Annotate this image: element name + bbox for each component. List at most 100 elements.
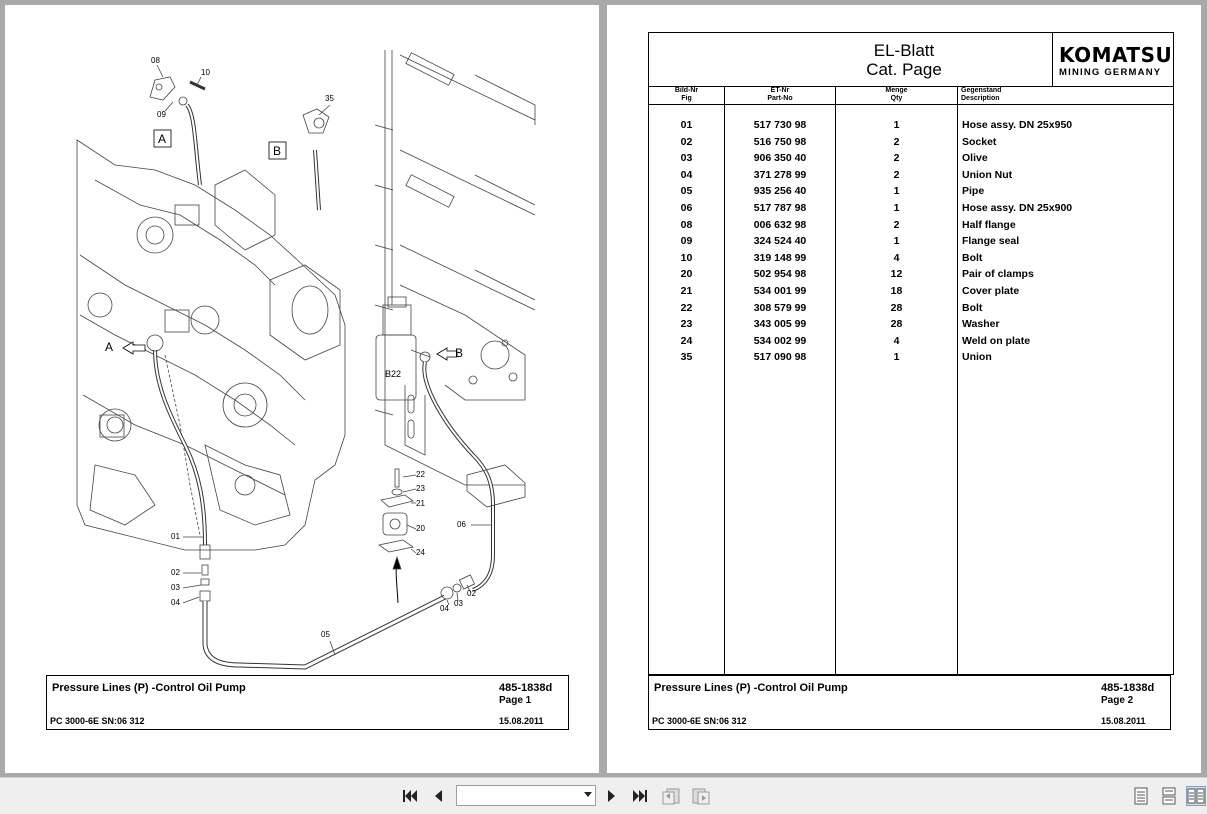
part-number-cell: 906 350 40	[753, 152, 807, 165]
fig-cell: 08	[680, 218, 693, 231]
catalog-title-line1: EL-Blatt	[873, 41, 935, 60]
callout-02b: 02	[467, 589, 476, 598]
description-cell: Half flange	[962, 218, 1016, 231]
qty-cell: 2	[893, 152, 900, 165]
column-header-desc-en: Description	[961, 95, 1000, 102]
qty-cell: 1	[893, 201, 900, 214]
callout-06: 06	[457, 520, 466, 529]
column-header-fig-de: Bild-Nr	[674, 87, 699, 94]
part-number-cell: 517 787 98	[753, 201, 807, 214]
column-divider	[835, 87, 836, 675]
left-page: 08 10 09 35 22 23 21 20 24 06 01 02 03 0…	[5, 5, 599, 773]
description-cell: Flange seal	[962, 235, 1020, 248]
column-divider	[724, 87, 725, 675]
qty-cell: 2	[893, 135, 900, 148]
detail-b-label: B	[273, 144, 281, 158]
qty-cell: 2	[893, 218, 900, 231]
footer-title: Pressure Lines (P) -Control Oil Pump	[52, 682, 246, 694]
part-number-cell: 319 148 99	[753, 251, 807, 264]
callout-02a: 02	[171, 568, 180, 577]
facing-pages-view-button[interactable]	[1186, 786, 1206, 806]
qty-cell: 28	[890, 301, 903, 314]
part-number-cell: 343 005 99	[753, 318, 807, 331]
callout-03b: 03	[454, 599, 463, 608]
fig-cell: 03	[680, 152, 693, 165]
callout-23: 23	[416, 484, 425, 493]
footer-doc-number: 485-1838d	[499, 682, 553, 694]
left-page-footer: Pressure Lines (P) -Control Oil Pump 485…	[46, 675, 569, 730]
right-page: EL-Blatt Cat. Page KOMATSU MINING GERMAN…	[607, 5, 1201, 773]
go-back-button[interactable]	[660, 786, 682, 806]
part-number-cell: 534 001 99	[753, 284, 807, 297]
header-rule	[649, 104, 1173, 105]
part-number-cell: 534 002 99	[753, 334, 807, 347]
first-page-button[interactable]	[400, 786, 420, 806]
last-page-icon	[633, 790, 647, 802]
footer-date: 15.08.2011	[499, 716, 544, 726]
qty-cell: 1	[893, 185, 900, 198]
logo-main-text: KOMATSU	[1059, 43, 1173, 67]
previous-page-button[interactable]	[430, 786, 446, 806]
qty-cell: 4	[893, 251, 900, 264]
qty-cell: 4	[893, 334, 900, 347]
callout-01: 01	[171, 532, 180, 541]
facing-pages-view-icon	[1187, 788, 1205, 804]
callout-22: 22	[416, 470, 425, 479]
single-page-view-button[interactable]	[1132, 786, 1150, 806]
go-forward-button[interactable]	[690, 786, 712, 806]
next-page-icon	[608, 790, 615, 802]
column-header-fig: Bild-Nr Fig	[649, 87, 724, 104]
page-number-select[interactable]	[456, 785, 596, 806]
filter-label-b22: B22	[385, 369, 401, 379]
column-divider	[957, 87, 958, 675]
qty-cell: 28	[890, 318, 903, 331]
part-number-cell: 935 256 40	[753, 185, 807, 198]
column-header-part-de: ET-Nr	[770, 87, 790, 94]
description-cell: Pair of clamps	[962, 268, 1034, 281]
callout-35: 35	[325, 94, 334, 103]
right-page-footer: Pressure Lines (P) -Control Oil Pump 485…	[648, 675, 1171, 730]
go-back-icon	[662, 788, 680, 805]
description-cell: Hose assy. DN 25x950	[962, 119, 1073, 131]
column-header-part-en: Part-No	[767, 95, 793, 102]
description-cell: Weld on plate	[962, 334, 1031, 347]
arrow-label-b: B	[455, 346, 463, 360]
logo-sub-text: MINING GERMANY	[1059, 67, 1162, 78]
part-number-cell: 006 632 98	[753, 218, 807, 231]
part-number-cell: 324 524 40	[753, 235, 807, 248]
fig-cell: 02	[680, 135, 693, 148]
qty-cell: 1	[893, 235, 900, 248]
footer-page-number: Page 1	[499, 695, 532, 706]
column-header-desc: Gegenstand Description	[961, 87, 1161, 104]
column-header-part: ET-Nr Part-No	[725, 87, 835, 104]
continuous-view-button[interactable]	[1160, 786, 1178, 806]
description-cell: Union	[962, 351, 992, 364]
fig-cell: 24	[680, 334, 693, 347]
last-page-button[interactable]	[630, 786, 650, 806]
fig-cell: 20	[680, 268, 693, 281]
footer-page-number: Page 2	[1101, 695, 1134, 706]
continuous-view-icon	[1162, 787, 1176, 805]
description-cell: Bolt	[962, 301, 983, 314]
parts-catalog-table: EL-Blatt Cat. Page KOMATSU MINING GERMAN…	[648, 32, 1174, 675]
hydraulic-diagram: 08 10 09 35 22 23 21 20 24 06 01 02 03 0…	[76, 50, 536, 670]
column-header-qty-de: Menge	[885, 87, 908, 94]
description-cell: Union Nut	[962, 168, 1013, 181]
part-number-cell: 517 090 98	[753, 351, 807, 364]
fig-cell: 06	[680, 201, 693, 214]
previous-page-icon	[435, 790, 442, 802]
fig-cell: 01	[680, 119, 693, 131]
chevron-down-icon	[584, 792, 592, 797]
fig-cell: 10	[680, 251, 693, 264]
callout-24: 24	[416, 548, 425, 557]
part-number-cell: 502 954 98	[753, 268, 807, 281]
description-cell: Olive	[962, 152, 988, 165]
description-cell: Washer	[962, 318, 1000, 331]
next-page-button[interactable]	[604, 786, 620, 806]
